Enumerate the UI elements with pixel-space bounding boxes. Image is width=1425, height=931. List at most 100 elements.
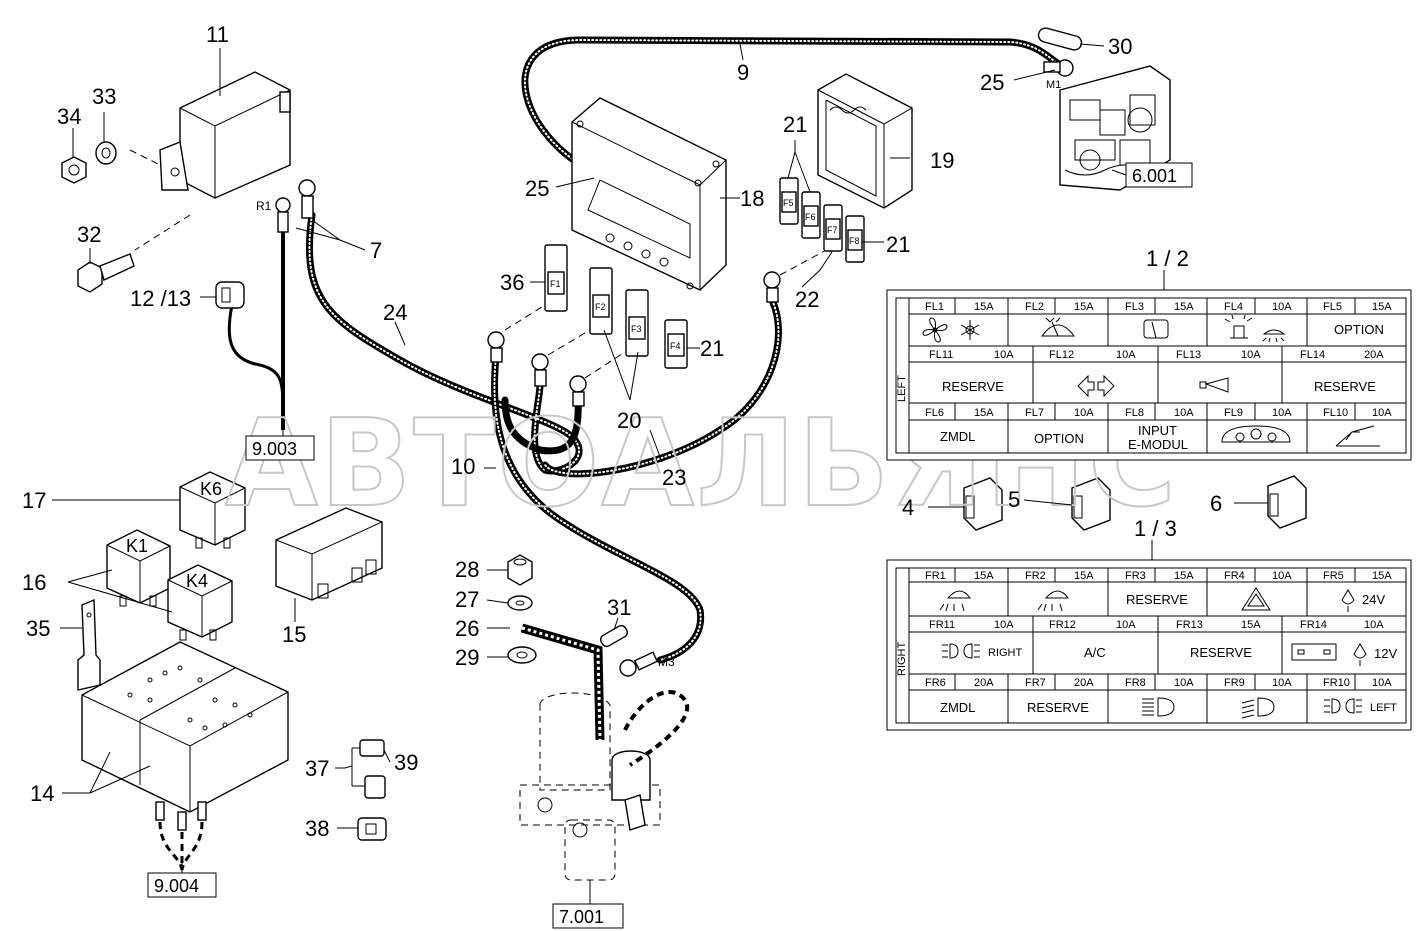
svg-text:10A: 10A [1116, 619, 1136, 631]
svg-text:38: 38 [305, 816, 329, 841]
svg-text:21: 21 [700, 336, 724, 361]
svg-text:9.004: 9.004 [154, 876, 199, 896]
svg-text:10A: 10A [1174, 407, 1194, 419]
ring-terminal-7 [298, 179, 316, 219]
svg-text:10A: 10A [1372, 407, 1392, 419]
fuse-box-18 [571, 97, 727, 291]
svg-text:F7: F7 [827, 225, 838, 235]
lock-nut-29 [507, 646, 537, 664]
svg-text:FR11: FR11 [929, 619, 955, 631]
svg-text:10A: 10A [1272, 677, 1292, 689]
svg-text:FL3: FL3 [1125, 301, 1144, 313]
ref-box-7001: 7.001 [552, 903, 624, 929]
svg-text:10A: 10A [1372, 677, 1392, 689]
instrument-cluster-icon [1221, 425, 1291, 443]
svg-text:FL4: FL4 [1224, 301, 1243, 313]
beacon-light-icon [1224, 314, 1253, 339]
ring-terminal-22 [763, 271, 781, 303]
work-light-icon-2 [1037, 590, 1069, 612]
svg-text:6.001: 6.001 [1132, 166, 1177, 186]
side-label-right: RIGHT [896, 642, 908, 677]
svg-text:37: 37 [305, 756, 329, 781]
svg-text:FL7: FL7 [1025, 407, 1044, 419]
svg-text:F4: F4 [670, 341, 681, 351]
svg-text:ZMDL: ZMDL [940, 700, 975, 715]
svg-text:R1: R1 [256, 199, 272, 213]
horn-icon [1199, 377, 1229, 393]
cable-24 [305, 211, 583, 475]
fuse-holder-f7: F7 [823, 204, 843, 252]
svg-text:15A: 15A [974, 301, 994, 313]
fuse-holder-f2: F2 [589, 267, 613, 335]
svg-text:10A: 10A [1272, 407, 1292, 419]
svg-text:22: 22 [795, 287, 819, 312]
svg-text:RESERVE: RESERVE [1190, 645, 1252, 660]
side-light-icon-right [942, 643, 980, 659]
interior-light-icon [1262, 329, 1286, 343]
fuse-holder-f3: F3 [625, 289, 649, 357]
svg-text:F6: F6 [805, 212, 816, 222]
svg-text:15: 15 [282, 622, 306, 647]
cable-20 [501, 394, 582, 455]
svg-text:20A: 20A [974, 677, 994, 689]
svg-text:30: 30 [1108, 34, 1132, 59]
svg-text:F8: F8 [849, 236, 860, 246]
svg-text:15A: 15A [1372, 570, 1392, 582]
svg-text:OPTION: OPTION [1334, 322, 1384, 337]
svg-text:28: 28 [455, 557, 479, 582]
svg-text:RESERVE: RESERVE [1126, 592, 1188, 607]
high-beam-icon [1142, 697, 1175, 717]
svg-text:15A: 15A [1241, 619, 1261, 631]
mini-fuse-6 [1267, 475, 1307, 529]
svg-text:F2: F2 [595, 302, 606, 312]
fuse-holder-f5: F5 [779, 177, 799, 225]
cover-19 [817, 73, 913, 209]
svg-text:FL8: FL8 [1125, 407, 1144, 419]
svg-text:24: 24 [383, 300, 407, 325]
svg-text:33: 33 [92, 84, 116, 109]
relay-k6: K6 [179, 471, 246, 549]
svg-text:FR7: FR7 [1025, 677, 1046, 689]
pin-30 [1037, 27, 1083, 51]
flasher-15 [275, 507, 383, 601]
ring-terminal-r1 [275, 197, 291, 233]
svg-text:FR12: FR12 [1049, 619, 1076, 631]
svg-text:A/C: A/C [1084, 645, 1106, 660]
svg-text:9: 9 [737, 60, 749, 85]
cable-9 [521, 36, 1066, 179]
svg-text:1 / 3: 1 / 3 [1134, 516, 1177, 541]
callout-leaders [52, 43, 1268, 829]
svg-text:FR10: FR10 [1323, 677, 1350, 689]
power-socket-icon [1341, 589, 1355, 612]
ref-box-9004: 9.004 [147, 872, 217, 898]
svg-text:5: 5 [1008, 487, 1020, 512]
svg-text:FR2: FR2 [1025, 570, 1046, 582]
fuse-holder-f4: F4 [664, 319, 688, 369]
svg-text:15A: 15A [1174, 570, 1194, 582]
svg-text:FR6: FR6 [925, 677, 946, 689]
svg-text:31: 31 [607, 595, 631, 620]
pin-31 [600, 624, 628, 648]
svg-text:11: 11 [206, 22, 229, 47]
mini-fuse-4 [963, 477, 1003, 531]
svg-text:FR4: FR4 [1224, 570, 1245, 582]
svg-text:RIGHT: RIGHT [988, 647, 1023, 659]
ring-terminal-b [531, 353, 549, 387]
svg-text:FR14: FR14 [1300, 619, 1327, 631]
plug-leads [155, 801, 207, 871]
svg-text:24V: 24V [1362, 592, 1385, 607]
svg-text:17: 17 [22, 488, 46, 513]
ring-terminal-m3 [619, 651, 659, 677]
svg-text:15A: 15A [1372, 301, 1392, 313]
svg-text:23: 23 [662, 465, 686, 490]
svg-text:25: 25 [980, 70, 1004, 95]
svg-text:19: 19 [930, 148, 954, 173]
svg-text:FL2: FL2 [1025, 301, 1044, 313]
fan-icon [922, 317, 948, 343]
svg-text:29: 29 [455, 645, 479, 670]
ring-terminal-25-top [1043, 59, 1074, 77]
svg-text:36: 36 [500, 270, 524, 295]
ref-box-6001: 6.001 [1125, 162, 1193, 188]
